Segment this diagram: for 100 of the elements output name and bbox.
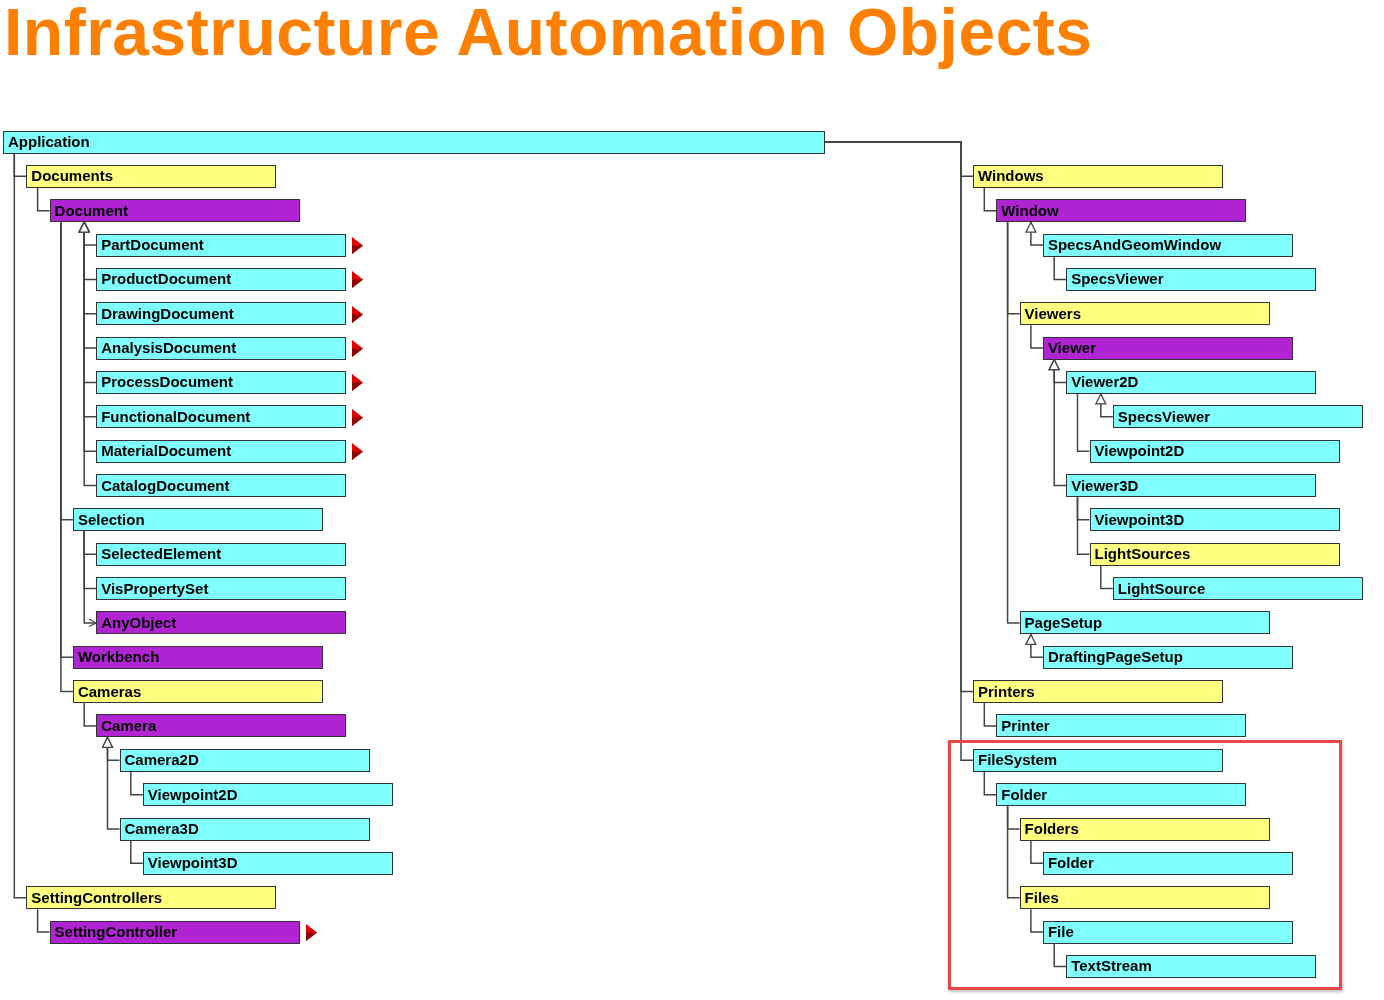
inheritance-arrow (101, 736, 121, 830)
tree-connector (1053, 255, 1067, 281)
class-name: Camera2D (124, 751, 199, 770)
class-box (1089, 439, 1340, 463)
class-name: Viewers (1024, 304, 1082, 323)
class-box (3, 130, 825, 154)
tree-connector (1006, 221, 1021, 624)
class-box (72, 508, 323, 532)
class-box (1042, 920, 1293, 944)
class-name: Folder (1001, 785, 1048, 804)
class-name: Viewpoint2D (1094, 442, 1185, 461)
class-name: CatalogDocument (101, 476, 230, 495)
inheritance-arrow (1048, 358, 1067, 487)
class-box (72, 680, 323, 704)
class-name: Document (54, 201, 128, 220)
class-name: FunctionalDocument (101, 407, 251, 426)
class-name: PartDocument (101, 236, 204, 255)
tree-connector (983, 771, 998, 796)
class-box (996, 783, 1247, 807)
class-name: SettingController (54, 923, 178, 942)
tree-connector (1076, 496, 1091, 555)
class-box (1089, 508, 1340, 532)
class-box (1042, 645, 1293, 669)
class-box (1112, 577, 1363, 601)
class-box (1042, 336, 1293, 360)
class-name: Windows (978, 167, 1044, 186)
class-box (96, 542, 347, 566)
inheritance-arrow (1025, 221, 1044, 246)
inheritance-arrow (1095, 393, 1114, 418)
class-name: Selection (77, 510, 145, 529)
class-box (973, 164, 1223, 188)
tree-connector (1006, 805, 1021, 899)
class-name: PageSetup (1024, 613, 1103, 632)
class-name: Window (1001, 201, 1059, 220)
class-box (1019, 302, 1270, 326)
class-name: Files (1024, 888, 1059, 907)
page-title: Infrastructure Automation Objects (4, 0, 1093, 68)
class-name: Viewpoint3D (147, 854, 238, 873)
class-name: Folder (1047, 854, 1094, 873)
class-box (973, 748, 1223, 772)
class-name: Cameras (77, 682, 142, 701)
tree-connector (1030, 839, 1044, 865)
class-name: Camera (101, 716, 157, 735)
tree-connector (983, 187, 998, 212)
class-name: Viewer (1047, 339, 1096, 358)
class-box (1019, 611, 1270, 635)
class-box (1066, 267, 1317, 291)
class-name: Workbench (77, 648, 160, 667)
class-name: DrawingDocument (101, 304, 234, 323)
class-box (1042, 851, 1293, 875)
class-name: FileSystem (978, 751, 1058, 770)
class-box (96, 267, 347, 291)
class-box (96, 233, 347, 257)
class-box (26, 886, 277, 910)
class-box (26, 164, 277, 188)
class-name: DraftingPageSetup (1047, 648, 1183, 667)
class-name: Folders (1024, 820, 1079, 838)
class-box (996, 199, 1247, 223)
class-name: File (1047, 923, 1074, 942)
class-name: Viewpoint3D (1094, 510, 1185, 529)
tree-connector (1030, 908, 1044, 933)
class-box (142, 783, 393, 807)
class-box (96, 405, 347, 429)
class-box (1066, 370, 1317, 394)
class-name: SettingControllers (31, 888, 163, 907)
class-name: SpecsAndGeomWindow (1047, 236, 1222, 255)
tree-connector (1076, 393, 1091, 452)
class-box (96, 439, 347, 463)
class-box (72, 645, 323, 669)
tree-connector (1053, 942, 1067, 968)
class-name: Viewer2D (1071, 373, 1139, 392)
tree-connector (130, 771, 144, 796)
class-box (119, 748, 370, 772)
tree-connector (1100, 564, 1114, 590)
class-box (96, 577, 347, 601)
class-name: Application (8, 133, 90, 151)
class-name: MaterialDocument (101, 442, 232, 461)
tree-connector (83, 702, 97, 727)
class-box (1042, 233, 1293, 257)
class-name: LightSources (1094, 545, 1191, 564)
class-box (49, 920, 300, 944)
class-box (973, 680, 1223, 704)
class-box (1089, 542, 1340, 566)
class-box (119, 817, 370, 841)
class-name: SpecsViewer (1117, 407, 1211, 426)
class-name: Viewer3D (1071, 476, 1139, 495)
class-box (96, 611, 347, 635)
class-name: Printers (978, 682, 1035, 701)
tree-connector (130, 839, 144, 865)
class-box (96, 714, 347, 738)
reference-arrow (83, 530, 97, 628)
class-box (1019, 886, 1270, 910)
class-name: VisPropertySet (101, 579, 209, 598)
class-box (96, 370, 347, 394)
class-name: TextStream (1071, 957, 1152, 976)
class-box (96, 336, 347, 360)
class-name: LightSource (1117, 579, 1206, 598)
class-name: ProductDocument (101, 270, 232, 289)
tree-connector (13, 152, 28, 899)
class-box (96, 474, 347, 497)
